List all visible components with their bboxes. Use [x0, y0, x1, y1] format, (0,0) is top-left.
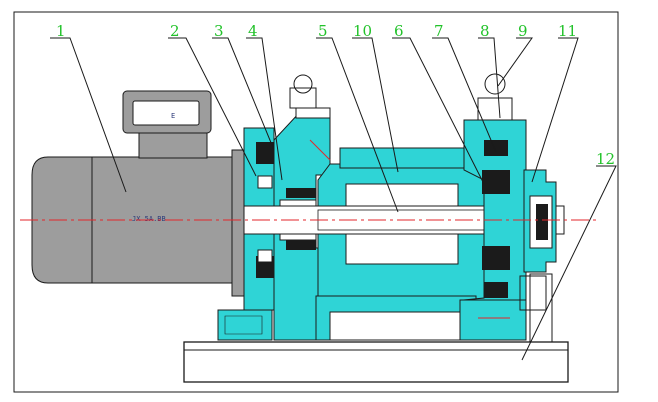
- right-bearing-housing: [459, 73, 527, 341]
- left-foot-hatch: [224, 315, 263, 335]
- leader-1: [50, 37, 127, 193]
- leader-8: [478, 37, 501, 119]
- end-cover-nut: [536, 204, 548, 240]
- part-number-10: 10: [353, 22, 372, 40]
- leader-7: [432, 37, 497, 153]
- part-number-5: 5: [318, 22, 328, 40]
- right-bearing-upper-2: [484, 140, 508, 156]
- motor-terminal-text: E: [171, 112, 175, 120]
- right-lift-eye: [484, 73, 506, 95]
- coupling-insert-lower: [257, 249, 273, 263]
- right-bearing-lower-1: [482, 246, 510, 270]
- left-housing-mark: [309, 139, 331, 161]
- part-number-2: 2: [170, 22, 180, 40]
- leader-9: [497, 37, 533, 87]
- part-number-4: 4: [248, 22, 258, 40]
- left-bearing-lower: [286, 240, 316, 250]
- part-number-7: 7: [434, 22, 444, 40]
- leader-5: [316, 37, 399, 213]
- left-housing-top: [295, 107, 331, 119]
- motor-body: [31, 156, 239, 284]
- coupling-insert-upper: [257, 175, 273, 189]
- left-lift-eye-base: [289, 87, 317, 109]
- part-number-6: 6: [394, 22, 404, 40]
- motor-terminal-neck: [138, 129, 208, 159]
- leader-lines: [50, 37, 617, 361]
- casing-top-rib: [339, 147, 465, 169]
- right-support-leg: [529, 273, 553, 343]
- left-lift-eye: [293, 74, 313, 94]
- leader-3: [212, 37, 275, 151]
- part-number-9: 9: [518, 22, 528, 40]
- part-number-11: 11: [558, 22, 577, 40]
- coupling-bolt-upper: [256, 142, 274, 164]
- motor-nameplate-text: JX 5A.BB: [132, 215, 166, 223]
- pump-casing: [315, 147, 485, 341]
- leader-6: [392, 37, 485, 185]
- motor: E JX 5A.BB: [31, 90, 245, 297]
- leader-2: [168, 37, 257, 177]
- leader-4: [246, 37, 283, 181]
- motor-terminal-cover: [132, 100, 200, 126]
- left-bearing-upper: [286, 188, 316, 198]
- part-numbers: 1 2 3 4 5 10 6 7 8 9 11 12: [56, 22, 615, 168]
- right-foot: [459, 299, 527, 341]
- end-cover: [519, 169, 557, 311]
- part-number-1: 1: [56, 22, 66, 40]
- leader-11: [531, 37, 579, 183]
- base-plate: [183, 341, 569, 383]
- motor-flange: [231, 149, 245, 297]
- drawing-frame: [13, 11, 619, 393]
- left-foot: [217, 309, 273, 341]
- leader-10: [352, 37, 399, 173]
- part-number-8: 8: [480, 22, 490, 40]
- casing-support-window: [329, 311, 463, 341]
- right-bearing-lower-2: [484, 282, 508, 298]
- part-number-3: 3: [214, 22, 224, 40]
- right-lift-eye-base: [477, 97, 513, 121]
- leader-12: [521, 165, 617, 361]
- right-bearing-upper-1: [482, 170, 510, 194]
- part-number-12: 12: [596, 150, 615, 168]
